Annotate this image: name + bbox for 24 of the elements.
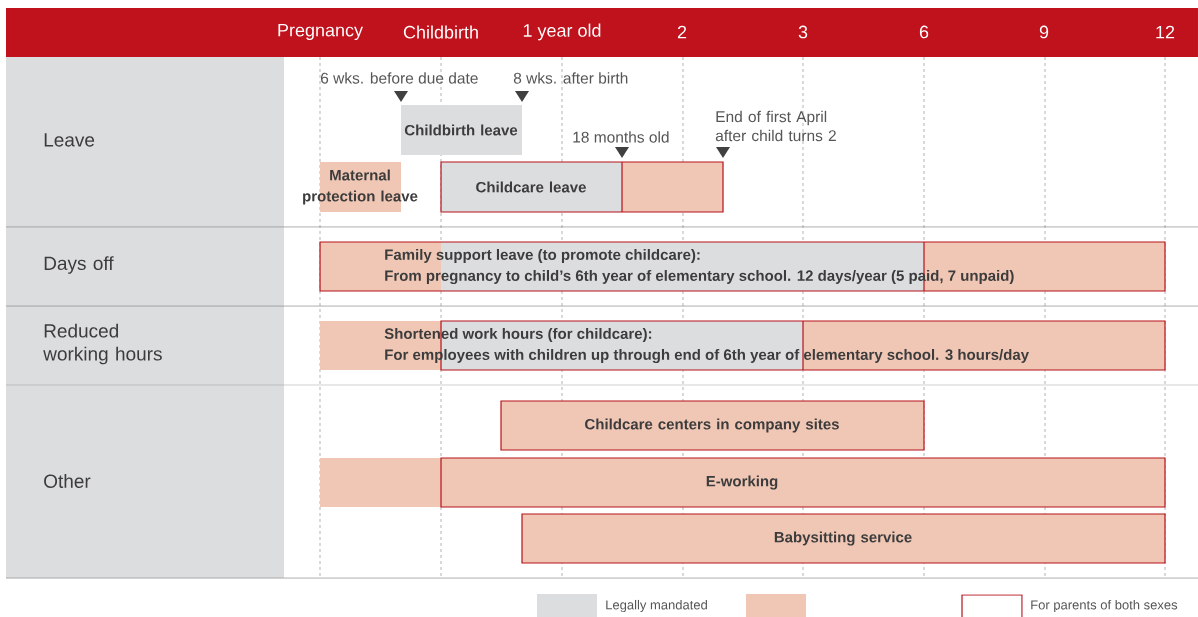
row-heading: Other xyxy=(44,474,91,488)
column-heading: 2 xyxy=(677,25,687,39)
column-heading: 12 xyxy=(1156,25,1175,39)
bar: Childcare leave xyxy=(440,161,724,213)
bar: Childbirth leave xyxy=(401,105,522,155)
annotation: End of first April after child turns 2 xyxy=(715,110,836,142)
row-heading: Days off xyxy=(44,256,114,274)
bar: E-working xyxy=(320,457,1166,508)
row-heading: Reduced working hours xyxy=(43,323,162,365)
column-heading: 9 xyxy=(1039,25,1049,39)
row-heading: Leave xyxy=(44,133,95,147)
column-heading: 3 xyxy=(798,25,808,39)
column-heading: 6 xyxy=(919,25,929,39)
legend-text: For parents of both sexes xyxy=(1031,599,1178,613)
annotation: 18 months old xyxy=(573,131,669,143)
bar: Childcare centers in company sites xyxy=(500,400,925,451)
column-heading: Childbirth xyxy=(403,25,478,39)
legend-text: Legally mandated xyxy=(606,599,707,613)
bar: Babysitting service xyxy=(521,513,1166,564)
bar: Maternal protection leave xyxy=(303,162,418,212)
annotation: 6 wks. before due date xyxy=(321,72,478,84)
column-heading: Pregnancy xyxy=(278,23,363,41)
column-heading: 1 year old xyxy=(523,23,601,41)
annotation: 8 wks. after birth xyxy=(513,72,628,84)
